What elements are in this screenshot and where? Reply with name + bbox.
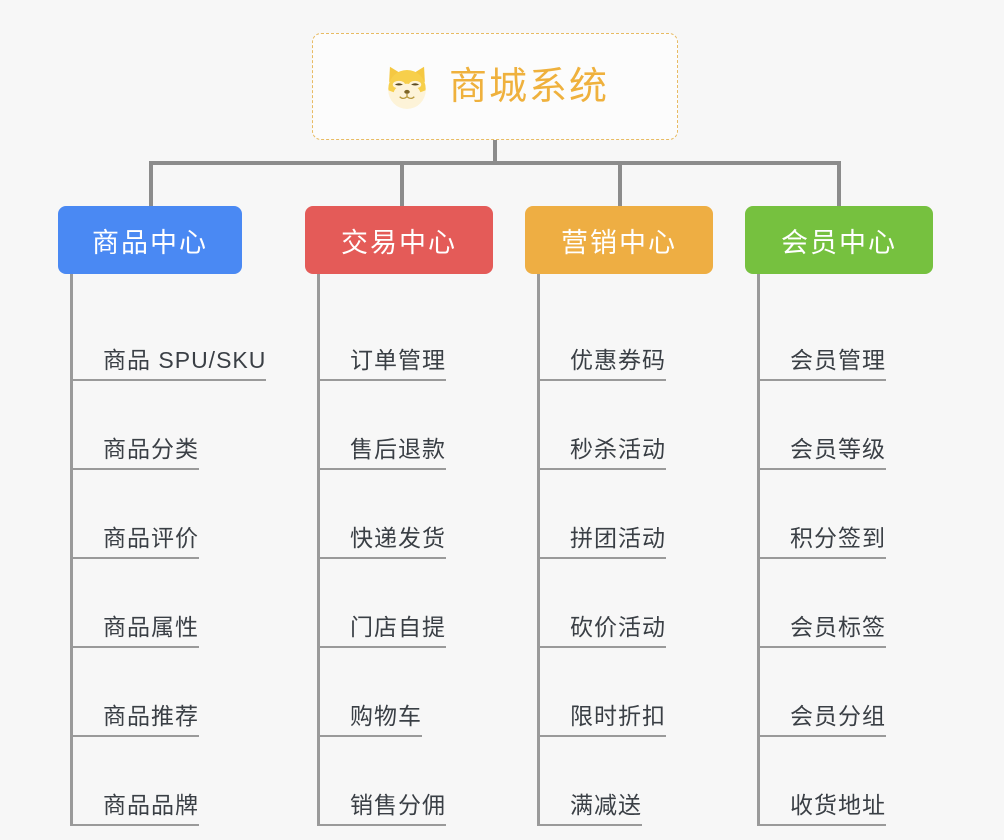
leaf-underline: 会员标签 — [760, 614, 886, 648]
category-label: 商品中心 — [92, 227, 208, 258]
leaf-label: 购物车 — [350, 702, 422, 729]
leaf-underline: 砍价活动 — [540, 614, 666, 648]
leaf-underline: 会员分组 — [760, 703, 886, 737]
list-item[interactable]: 商品 SPU/SKU — [73, 292, 267, 381]
list-item[interactable]: 会员标签 — [760, 559, 933, 648]
list-item[interactable]: 订单管理 — [320, 292, 493, 381]
list-item[interactable]: 拼团活动 — [540, 470, 713, 559]
leaf-label: 订单管理 — [350, 346, 446, 373]
list-item[interactable]: 商品推荐 — [73, 648, 266, 737]
category-box-product[interactable]: 商品中心 — [58, 206, 242, 274]
leaf-label: 销售分佣 — [350, 791, 446, 818]
leaf-label: 满减送 — [570, 791, 642, 818]
leaf-underline: 会员等级 — [760, 436, 886, 470]
leaf-underline: 拼团活动 — [540, 525, 666, 559]
leaf-label: 会员分组 — [790, 702, 886, 729]
list-item[interactable]: 商品分类 — [73, 381, 266, 470]
list-item[interactable]: 秒杀活动 — [540, 381, 713, 470]
leaf-underline: 商品 SPU/SKU — [73, 346, 267, 381]
list-item[interactable]: 收货地址 — [760, 737, 933, 826]
root-node[interactable]: 商城系统 — [312, 33, 678, 140]
connector-drop-0 — [149, 161, 153, 206]
list-item[interactable]: 销售分佣 — [320, 737, 493, 826]
leaf-underline: 销售分佣 — [320, 792, 446, 826]
leaf-underline: 快递发货 — [320, 525, 446, 559]
leaf-underline: 收货地址 — [760, 792, 886, 826]
leaf-label: 会员标签 — [790, 613, 886, 640]
list-item[interactable]: 优惠券码 — [540, 292, 713, 381]
leaf-label: 秒杀活动 — [570, 435, 666, 462]
leaf-underline: 积分签到 — [760, 525, 886, 559]
leaf-label: 积分签到 — [790, 524, 886, 551]
category-box-marketing[interactable]: 营销中心 — [525, 206, 713, 274]
leaf-underline: 限时折扣 — [540, 703, 666, 737]
leaf-underline: 秒杀活动 — [540, 436, 666, 470]
leaf-underline: 会员管理 — [760, 347, 886, 381]
connector-horizontal-bus — [149, 161, 841, 165]
list-item[interactable]: 商品评价 — [73, 470, 266, 559]
list-item[interactable]: 会员分组 — [760, 648, 933, 737]
leaf-label: 商品属性 — [103, 613, 199, 640]
leaf-underline: 优惠券码 — [540, 347, 666, 381]
branch-column-marketing: 营销中心 优惠券码 秒杀活动 拼团活动 砍价活动 限时折扣 满减送 — [525, 206, 713, 826]
list-item[interactable]: 会员管理 — [760, 292, 933, 381]
leaf-label: 会员等级 — [790, 435, 886, 462]
category-label: 营销中心 — [561, 227, 677, 258]
list-item[interactable]: 积分签到 — [760, 470, 933, 559]
leaf-underline: 门店自提 — [320, 614, 446, 648]
leaf-label: 售后退款 — [350, 435, 446, 462]
list-item[interactable]: 会员等级 — [760, 381, 933, 470]
leaf-underline: 商品分类 — [73, 436, 199, 470]
leaf-label: 拼团活动 — [570, 524, 666, 551]
list-item[interactable]: 购物车 — [320, 648, 493, 737]
leaf-label: 优惠券码 — [570, 346, 666, 373]
leaf-label: 商品分类 — [103, 435, 199, 462]
connector-drop-1 — [400, 161, 404, 206]
list-item[interactable]: 快递发货 — [320, 470, 493, 559]
leaf-underline: 订单管理 — [320, 347, 446, 381]
leaf-underline: 商品评价 — [73, 525, 199, 559]
list-item[interactable]: 砍价活动 — [540, 559, 713, 648]
leaf-label: 快递发货 — [350, 524, 446, 551]
category-label: 交易中心 — [341, 227, 457, 258]
leaf-underline: 售后退款 — [320, 436, 446, 470]
list-item[interactable]: 售后退款 — [320, 381, 493, 470]
root-node-content: 商城系统 — [381, 61, 609, 113]
leaf-label: 限时折扣 — [570, 702, 666, 729]
category-box-member[interactable]: 会员中心 — [745, 206, 933, 274]
leaf-underline: 商品属性 — [73, 614, 199, 648]
leaf-underline: 购物车 — [320, 703, 422, 737]
leaf-label: 商品推荐 — [103, 702, 199, 729]
connector-drop-3 — [837, 161, 841, 206]
list-item[interactable]: 商品属性 — [73, 559, 266, 648]
leaf-list-product: 商品 SPU/SKU 商品分类 商品评价 商品属性 商品推荐 商品品牌 — [70, 274, 267, 826]
leaf-underline: 商品推荐 — [73, 703, 199, 737]
leaf-label: 收货地址 — [790, 791, 886, 818]
connector-drop-2 — [618, 161, 622, 206]
list-item[interactable]: 满减送 — [540, 737, 713, 826]
leaf-label: 会员管理 — [790, 346, 886, 373]
category-box-trade[interactable]: 交易中心 — [305, 206, 493, 274]
branch-column-trade: 交易中心 订单管理 售后退款 快递发货 门店自提 购物车 销售分佣 — [305, 206, 493, 826]
leaf-list-marketing: 优惠券码 秒杀活动 拼团活动 砍价活动 限时折扣 满减送 — [537, 274, 713, 826]
shiba-dog-face-icon — [388, 66, 426, 109]
category-label: 会员中心 — [781, 227, 897, 258]
leaf-list-trade: 订单管理 售后退款 快递发货 门店自提 购物车 销售分佣 — [317, 274, 493, 826]
leaf-label: 砍价活动 — [570, 613, 666, 640]
leaf-list-member: 会员管理 会员等级 积分签到 会员标签 会员分组 收货地址 — [757, 274, 933, 826]
leaf-label: 商品评价 — [103, 524, 199, 551]
list-item[interactable]: 商品品牌 — [73, 737, 266, 826]
list-item[interactable]: 门店自提 — [320, 559, 493, 648]
page-title: 商城系统 — [448, 65, 609, 108]
leaf-label: 商品 SPU/SKU — [103, 346, 267, 373]
branch-column-member: 会员中心 会员管理 会员等级 积分签到 会员标签 会员分组 收货地址 — [745, 206, 933, 826]
leaf-label: 商品品牌 — [103, 791, 199, 818]
connector-root-stem — [493, 140, 497, 165]
list-item[interactable]: 限时折扣 — [540, 648, 713, 737]
branch-column-product: 商品中心 商品 SPU/SKU 商品分类 商品评价 商品属性 商品推荐 商品品牌 — [58, 206, 267, 826]
leaf-label: 门店自提 — [350, 613, 446, 640]
leaf-underline: 商品品牌 — [73, 792, 199, 826]
leaf-underline: 满减送 — [540, 792, 642, 826]
